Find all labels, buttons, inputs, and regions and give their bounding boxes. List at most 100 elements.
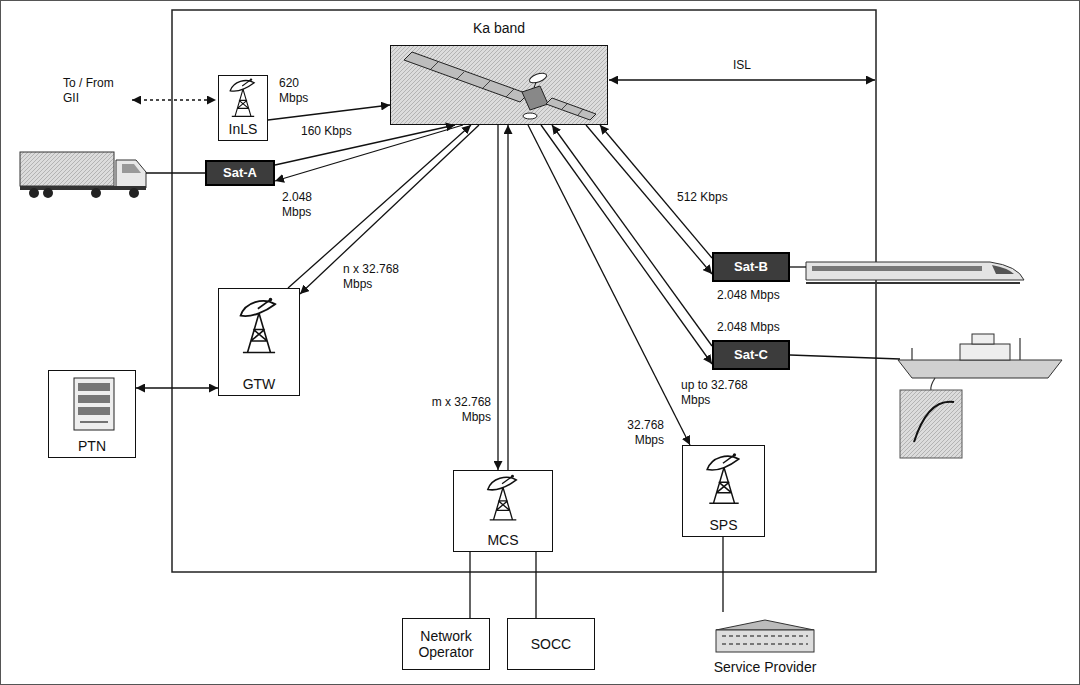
rate-label: 2.048 Mbps (716, 320, 786, 335)
terminal-box: Sat-B (712, 252, 790, 282)
satellite-drawing (391, 46, 607, 124)
ship-drawing (790, 355, 900, 359)
link-line (469, 552, 470, 618)
link-line (136, 387, 218, 388)
train-drawing (812, 266, 982, 271)
link-line (722, 537, 723, 612)
ship-drawing (931, 378, 935, 390)
link-line (552, 125, 712, 346)
process-box: Network Operator (402, 618, 490, 670)
link-line (275, 125, 463, 181)
exchange-icon (78, 395, 110, 403)
truck-drawing (129, 188, 139, 198)
truck-drawing (146, 172, 205, 173)
node-label: SPS (709, 517, 737, 533)
network-box: PTN (48, 370, 136, 458)
node-label: MCS (487, 532, 518, 548)
exchange-icon (78, 407, 110, 415)
satellite-drawing (430, 62, 514, 97)
terminal-box: Sat-A (205, 160, 275, 186)
node-label: GTW (243, 376, 276, 392)
antenna-icon (707, 453, 739, 503)
truck-drawing (91, 188, 101, 198)
ship-drawing (900, 390, 962, 458)
node-label: Sat-A (223, 166, 257, 181)
exchange-icon (80, 421, 108, 422)
building-icon (716, 620, 814, 630)
train-drawing (806, 282, 1020, 284)
truck-drawing (122, 164, 141, 173)
building-icon (716, 630, 814, 652)
satellite-drawing (528, 71, 548, 85)
ship-drawing (912, 338, 1020, 360)
system-frame (172, 10, 876, 572)
station-box: SPS (682, 445, 765, 537)
node-label: Service Provider (714, 659, 817, 675)
isl-link (609, 80, 875, 81)
ship-drawing (960, 344, 1010, 360)
node-label: Sat-B (734, 260, 768, 275)
satellite-drawing (523, 113, 537, 119)
train-drawing (790, 262, 1024, 283)
rate-label: 2.048 Mbps (716, 288, 786, 303)
building-icon (716, 620, 814, 652)
link-line (268, 105, 390, 120)
annotation-label: To / From GII (62, 76, 128, 106)
node-label: SOCC (531, 636, 571, 652)
link-line (275, 125, 455, 165)
truck-drawing (20, 186, 146, 190)
connectors (136, 105, 723, 618)
satellite-drawing (562, 103, 583, 115)
satellite-drawing (522, 86, 548, 110)
satellite-drawing (404, 52, 528, 102)
ship-drawing (914, 402, 954, 442)
exchange-icon (74, 378, 114, 430)
truck-drawing (20, 152, 205, 198)
rate-label: 32.768 Mbps (615, 418, 665, 448)
train-drawing (992, 265, 1014, 274)
node-label: Sat-C (734, 348, 768, 363)
satellite-box: Ka band (390, 45, 608, 125)
building-icon (722, 636, 808, 644)
link-line (507, 125, 508, 470)
annotation-label: ISL (726, 58, 758, 73)
truck-drawing (29, 188, 39, 198)
antenna-icon (241, 298, 276, 353)
node-label: Network Operator (407, 628, 485, 660)
exchange-icon (74, 378, 114, 430)
link-line (535, 552, 536, 618)
isl-link (609, 79, 875, 80)
train-drawing (806, 262, 1024, 280)
rate-label: 620 Mbps (278, 76, 318, 106)
train-drawing (790, 266, 806, 267)
antenna-icon (488, 475, 517, 520)
link-line (300, 125, 479, 294)
band-heading: Ka band (391, 20, 607, 36)
rate-label: 2.048 Mbps (281, 190, 321, 220)
exchange-icon (78, 383, 110, 391)
antenna-icon (230, 78, 739, 519)
truck-drawing (20, 152, 114, 186)
rate-label: 160 Kbps (300, 124, 360, 139)
station-box: MCS (453, 470, 553, 552)
truck-drawing (43, 188, 53, 198)
ship-drawing (790, 334, 1062, 458)
link-line (497, 125, 498, 470)
station-box: GTW (218, 288, 300, 396)
node-label: InLS (229, 121, 258, 137)
rate-label: up to 32.768 Mbps (680, 378, 752, 408)
terminal-box: Sat-C (712, 340, 790, 370)
satellite-drawing (534, 82, 536, 88)
node-label: PTN (78, 438, 106, 454)
satellite-drawing (391, 46, 607, 124)
process-box: SOCC (507, 618, 595, 670)
gii-link (132, 100, 216, 101)
link-line (528, 125, 690, 445)
gii-link (132, 99, 216, 100)
rate-label: m x 32.768 Mbps (420, 395, 492, 425)
